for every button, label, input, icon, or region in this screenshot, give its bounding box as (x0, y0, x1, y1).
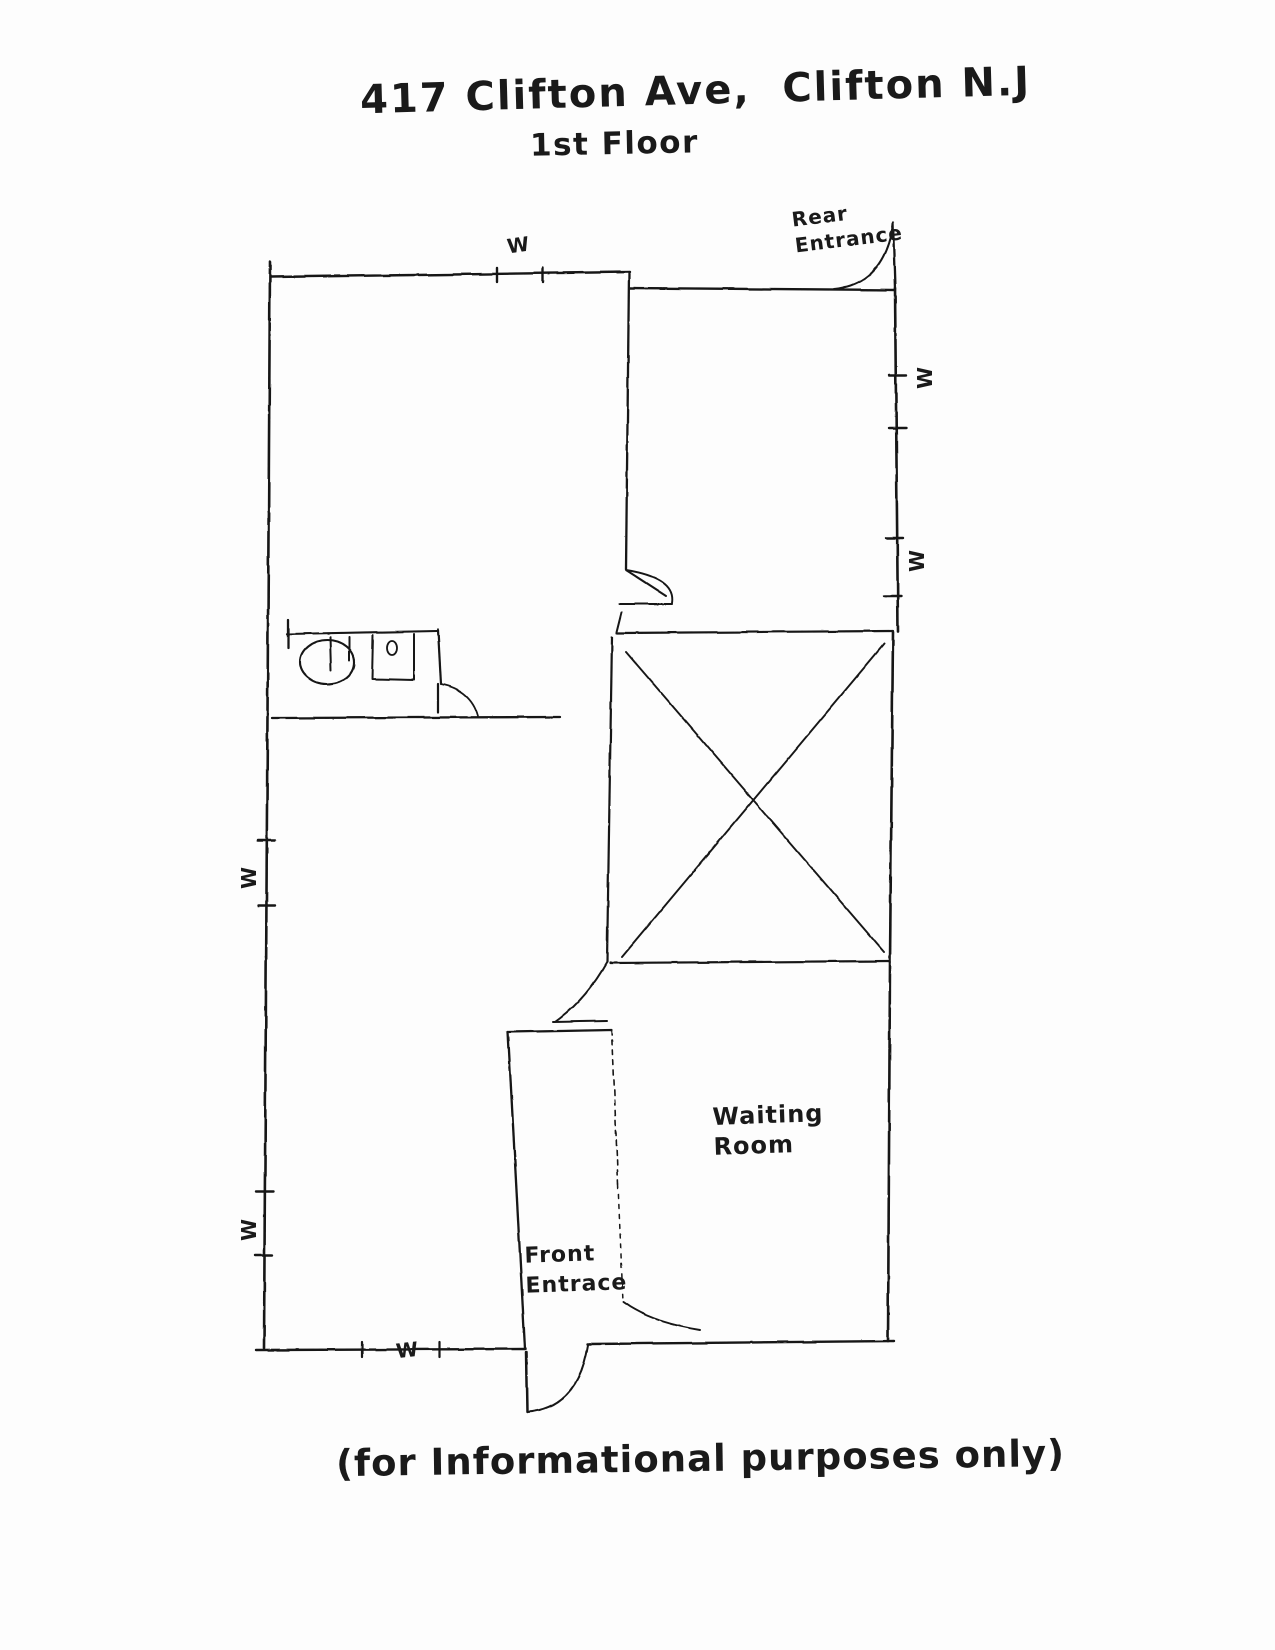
wall-center-room-left (605, 635, 614, 964)
wall-right-upper (893, 286, 900, 634)
toilet-bowl (298, 638, 356, 686)
wall-divider-upper (624, 270, 631, 572)
upper-room-door-leaf (625, 569, 667, 597)
wall-top-right (628, 286, 897, 292)
window-label-right-1: W (913, 366, 938, 390)
wall-vestibule-jamb (622, 1301, 701, 1331)
rear-entrance-arc (833, 223, 894, 290)
rear-entrance-leaf (891, 220, 897, 291)
window-label-bottom-1: W (394, 1336, 420, 1364)
wall-top-left (269, 270, 632, 279)
wall-right-mid (888, 630, 895, 964)
wall-vestibule-right-lower (617, 1183, 624, 1303)
label-front-entrance: Front Entrace (524, 1241, 628, 1299)
wall-center-room-bottom (608, 959, 892, 965)
wall-bathroom-top (285, 629, 439, 636)
wall-bathroom-right (436, 628, 443, 686)
wall-bottom-left (254, 1347, 527, 1352)
wall-right-lower (886, 960, 892, 1343)
page-subtitle: 1st Floor (529, 124, 700, 164)
wall-left-exterior (262, 260, 272, 1350)
toilet-tank-left (329, 636, 332, 671)
bathroom-door-arc (440, 683, 479, 717)
wall-vestibule-left (506, 1030, 527, 1351)
window-label-left-2: W (237, 1218, 262, 1242)
front-entrance-arc (526, 1344, 589, 1413)
wall-divider-upper-stub (616, 611, 623, 633)
wall-center-room-top (615, 629, 895, 635)
window-label-top-1: W (505, 231, 531, 259)
sink-drain (386, 640, 398, 656)
front-entrance-leaf (524, 1350, 529, 1414)
sink-basin (371, 633, 415, 681)
center-room-door-sill (552, 1020, 608, 1023)
wall-bathroom-bottom (270, 715, 562, 720)
center-room-door-arc (554, 961, 608, 1023)
window-label-left-1: W (237, 866, 262, 890)
upper-room-door-arc (625, 569, 674, 604)
label-waiting-room: Waiting Room (712, 1099, 824, 1161)
center-room-cross-a (625, 651, 885, 953)
center-room-cross-b (621, 643, 885, 958)
wall-vestibule-top (506, 1028, 614, 1034)
wall-bottom-right (586, 1339, 896, 1346)
window-label-right-2: W (905, 549, 930, 573)
wall-vestibule-right-upper (611, 1029, 619, 1185)
